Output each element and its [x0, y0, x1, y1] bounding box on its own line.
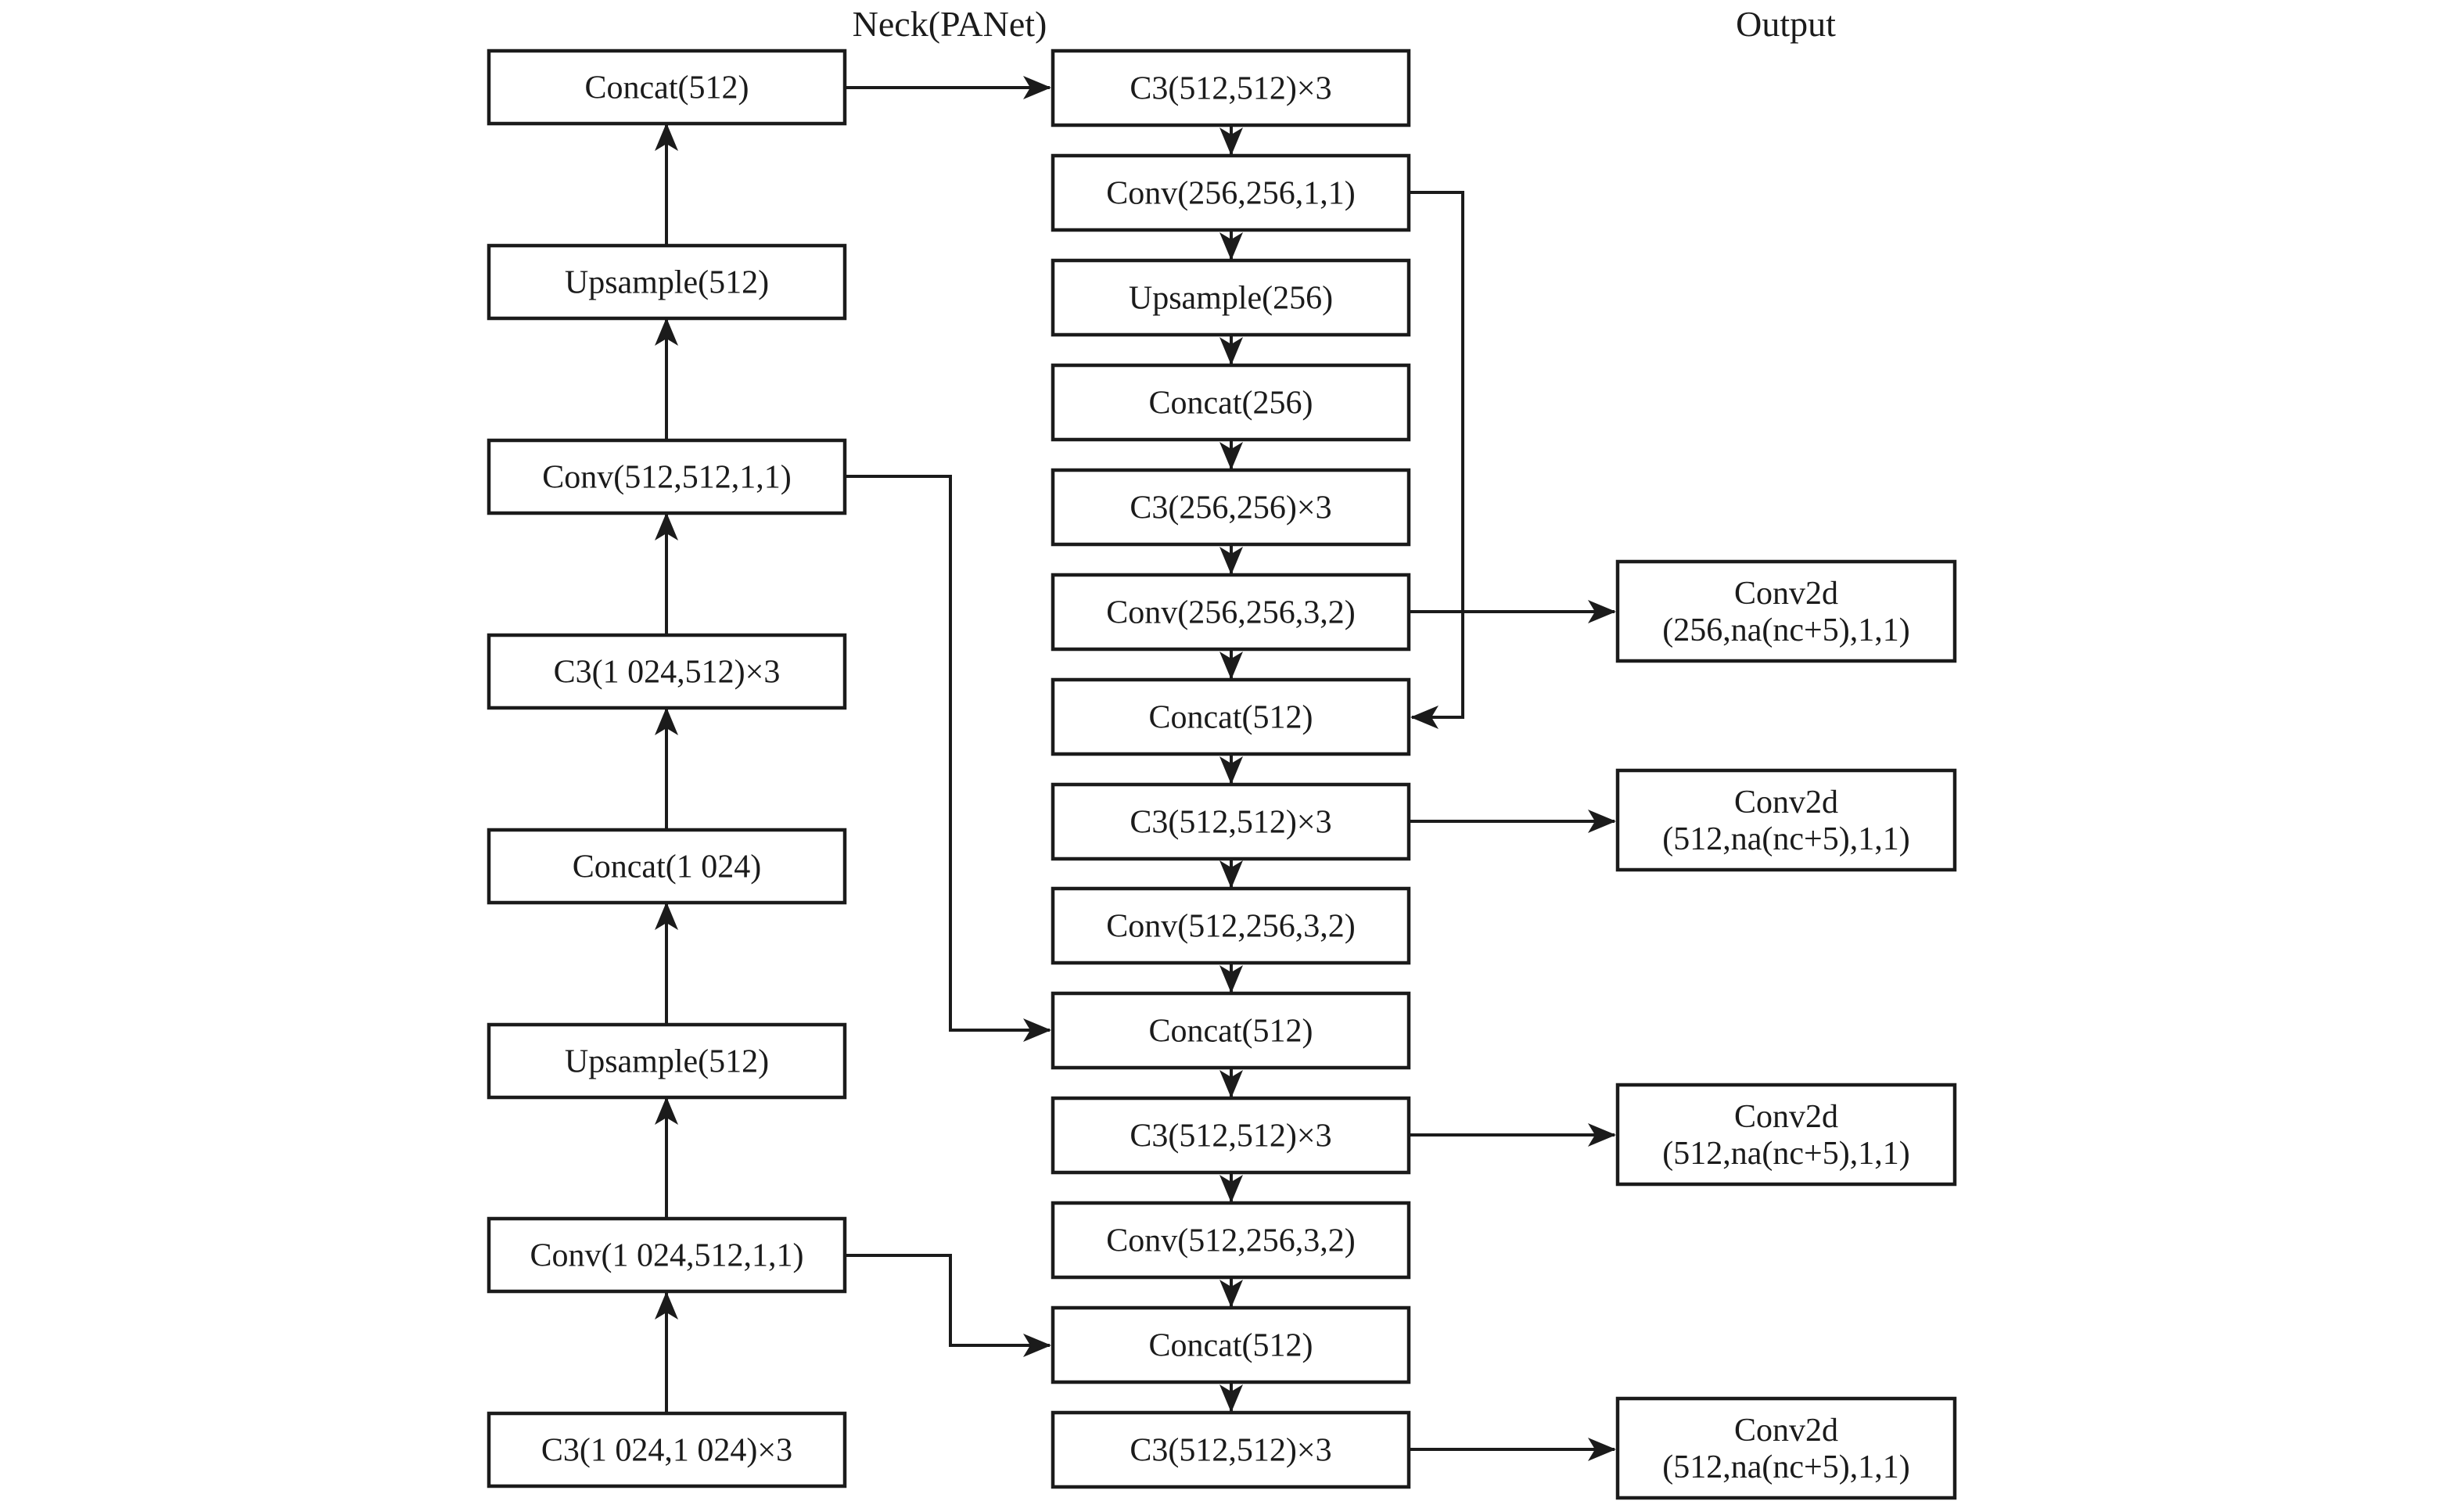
neck-left-c3-1024-512-x3-label: C3(1 024,512)×3 [554, 655, 781, 691]
neck-mid-concat-256-box [1051, 363, 1411, 442]
neck-mid-c3-512-512-x3-4-label: C3(512,512)×3 [1130, 1433, 1331, 1469]
neck-left-upsample-512-upper-label: Upsample(512) [565, 265, 769, 301]
neck-mid-upsample-256-label: Upsample(256) [1129, 281, 1333, 317]
neck-mid-conv-512-256-3-2-2-box [1051, 1201, 1411, 1280]
out-conv2d-512-2-box [1615, 1083, 1957, 1187]
neck-mid-c3-256-256-x3-box [1051, 468, 1411, 547]
neck-mid-concat-256-label: Concat(256) [1149, 386, 1313, 422]
neck-left-concat-512-label: Concat(512) [585, 70, 749, 106]
neck-mid-c3-256-256-x3-label: C3(256,256)×3 [1130, 490, 1331, 526]
neck-mid-conv-256-256-1-1-label: Conv(256,256,1,1) [1106, 176, 1356, 212]
neck-left-conv-512-512-1-1-label: Conv(512,512,1,1) [542, 460, 792, 496]
neck-left-c3-1024-512-x3-box [487, 633, 847, 710]
neck-mid-c3-512-512-x3-2-label: C3(512,512)×3 [1130, 805, 1331, 841]
neck-mid-conv-256-256-3-2-label: Conv(256,256,3,2) [1106, 595, 1356, 631]
edge-conv-512-512-to-mid-concat512-2 [845, 475, 1051, 1042]
neck-mid-concat-512-1-label: Concat(512) [1149, 700, 1313, 736]
neck-mid-upsample-256-box [1051, 258, 1411, 337]
neck-left-conv-512-512-1-1-box [487, 438, 847, 515]
out-conv2d-512-1-label: Conv2d(512,na(nc+5),1,1) [1662, 785, 1909, 857]
neck-mid-conv-256-256-1-1-box [1051, 153, 1411, 232]
neck-mid-concat-512-1-box [1051, 677, 1411, 756]
out-conv2d-512-2-label: Conv2d(512,na(nc+5),1,1) [1662, 1099, 1909, 1172]
edge-layer [655, 76, 1616, 1461]
neck-mid-c3-512-512-x3-3-label: C3(512,512)×3 [1130, 1119, 1331, 1154]
neck-mid-concat-512-3-label: Concat(512) [1149, 1328, 1313, 1364]
neck-mid-c3-512-512-x3-4-box [1051, 1410, 1411, 1489]
out-conv2d-512-1-box [1615, 768, 1957, 872]
neck-mid-concat-512-2-box [1051, 991, 1411, 1070]
neck-mid-c3-512-512-x3-1-box [1051, 48, 1411, 127]
neck-left-concat-512-box [487, 48, 847, 126]
neck-left-upsample-512-upper-box [487, 243, 847, 321]
neck-left-upsample-512-lower-box [487, 1022, 847, 1100]
neck-mid-conv-512-256-3-2-2-label: Conv(512,256,3,2) [1106, 1223, 1356, 1259]
neck-left-c3-1024-1024-x3-label: C3(1 024,1 024)×3 [541, 1433, 792, 1469]
node-layer: Concat(512) Upsample(512) Conv(512,512,1,1… [487, 48, 1957, 1500]
edge-conv-1024-512-to-mid-concat512-3 [845, 1254, 1051, 1357]
neck-mid-conv-512-256-3-2-1-label: Conv(512,256,3,2) [1106, 909, 1356, 945]
neck-mid-c3-512-512-x3-3-box [1051, 1096, 1411, 1175]
neck-mid-concat-512-3-box [1051, 1305, 1411, 1384]
neck-left-upsample-512-lower-label: Upsample(512) [565, 1044, 769, 1080]
neck-mid-conv-256-256-3-2-box [1051, 573, 1411, 652]
neck-section-title: Neck(PANet) [852, 4, 1047, 44]
neck-mid-conv-512-256-3-2-1-box [1051, 886, 1411, 965]
neck-left-c3-1024-1024-x3-box [487, 1411, 847, 1488]
neck-left-concat-1024-label: Concat(1 024) [573, 849, 761, 885]
neck-left-conv-1024-512-1-1-label: Conv(1 024,512,1,1) [530, 1238, 804, 1274]
out-conv2d-256-label: Conv2d(256,na(nc+5),1,1) [1662, 576, 1909, 648]
edge-conv-256-256-1-1-to-mid-concat512-1 [1409, 191, 1464, 729]
neck-mid-c3-512-512-x3-2-box [1051, 782, 1411, 861]
neck-mid-c3-512-512-x3-1-label: C3(512,512)×3 [1130, 71, 1331, 107]
out-conv2d-256-box [1615, 559, 1957, 663]
neck-left-conv-1024-512-1-1-box [487, 1216, 847, 1294]
out-conv2d-512-3-box [1615, 1396, 1957, 1500]
neck-mid-concat-512-2-label: Concat(512) [1149, 1014, 1313, 1050]
out-conv2d-512-3-label: Conv2d(512,na(nc+5),1,1) [1662, 1413, 1909, 1485]
neck-left-concat-1024-box [487, 828, 847, 905]
output-section-title: Output [1736, 4, 1836, 44]
